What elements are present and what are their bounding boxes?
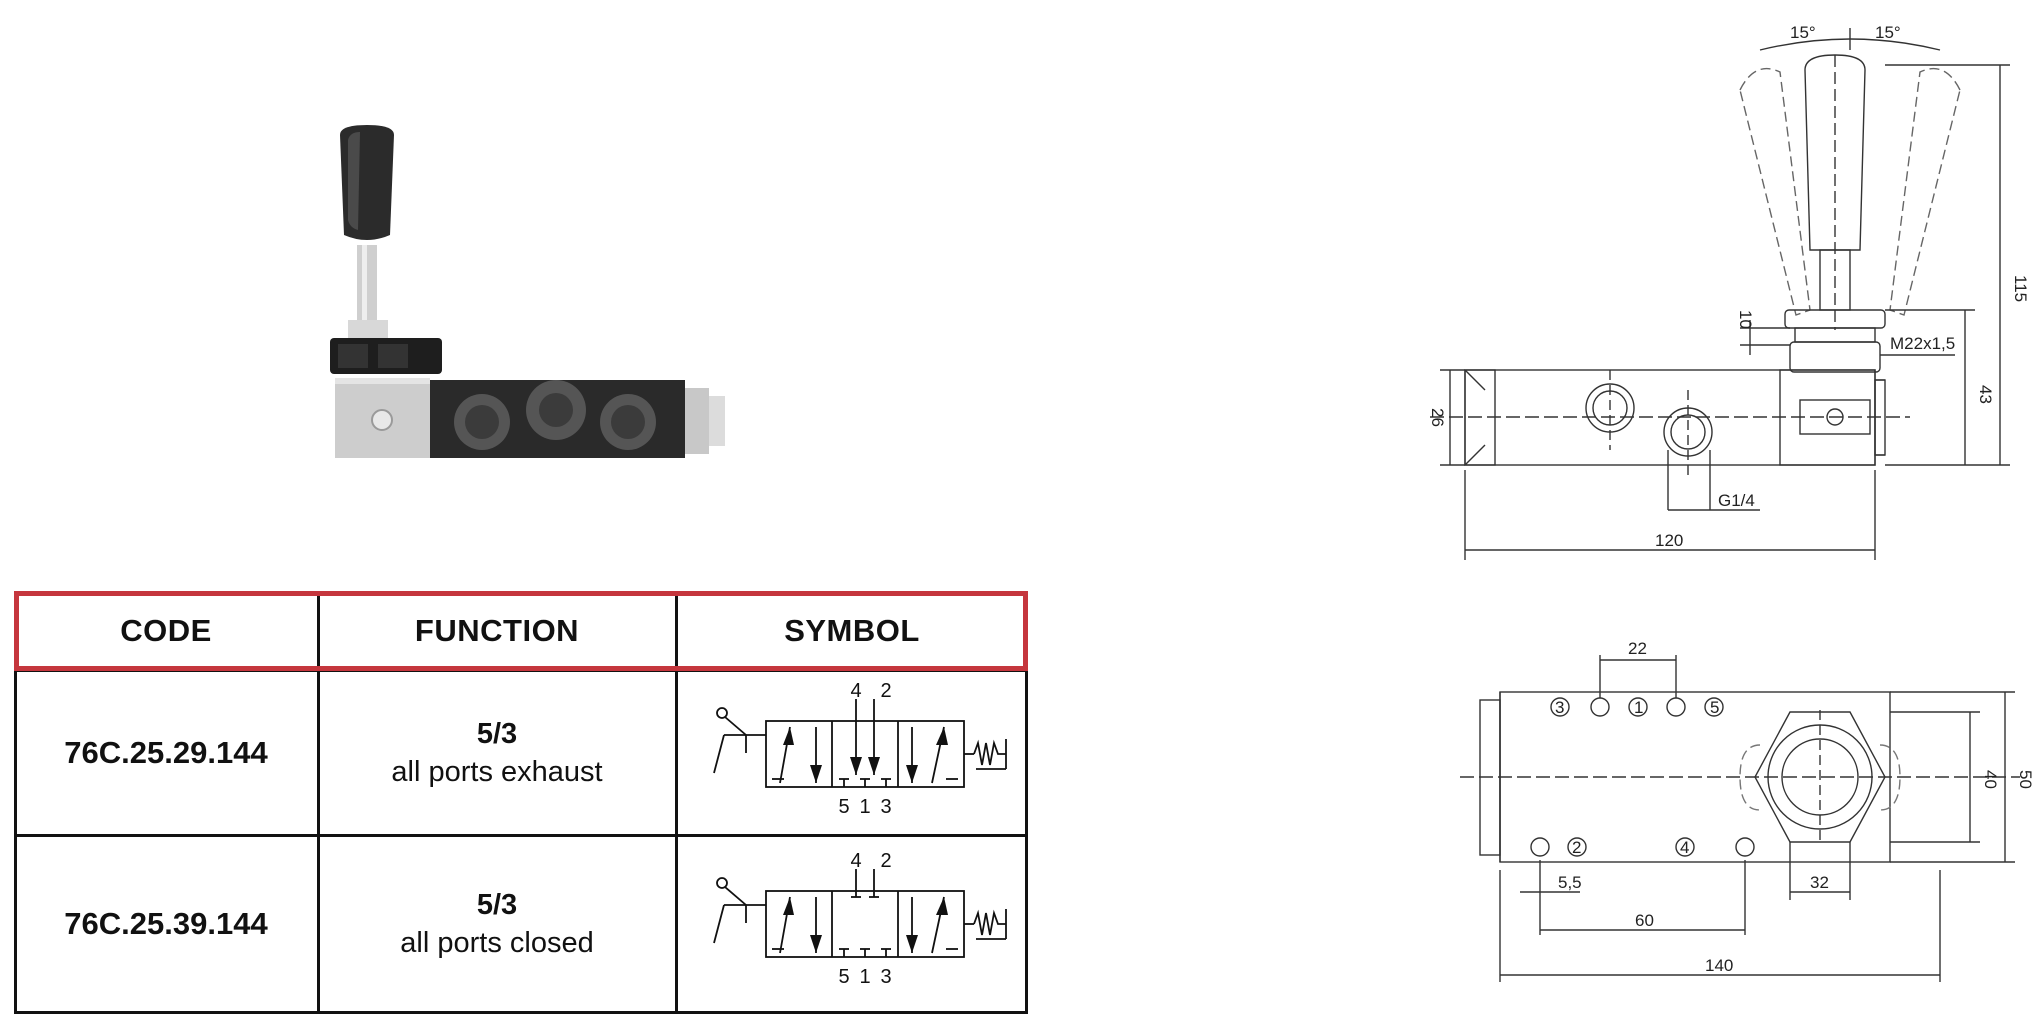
- port-label: 5: [1710, 698, 1719, 717]
- table-row-2-code: 76C.25.39.144: [64, 905, 268, 941]
- port-label: 1: [859, 796, 870, 818]
- dim-label: 22: [1628, 639, 1647, 658]
- dim-height-label: 115: [2011, 275, 2030, 302]
- valve-symbol-exhaust: 4 2 5 1 3: [713, 683, 1007, 818]
- port-label: 4: [1680, 838, 1689, 857]
- table-row-1-code: 76C.25.29.144: [64, 735, 268, 770]
- thread-label: M22x1,5: [1890, 334, 1955, 353]
- port-label: 3: [880, 796, 891, 818]
- dim-label: 5,5: [1558, 873, 1582, 892]
- angle-label: 15°: [1875, 23, 1901, 42]
- header-symbol: SYMBOL: [784, 613, 920, 648]
- port-label: 3: [1555, 698, 1564, 717]
- table-row-2-function: 5/3 all ports closed: [318, 836, 676, 1011]
- port-label: 4: [850, 853, 861, 872]
- dim-length-label: 120: [1655, 531, 1683, 550]
- product-table: CODE FUNCTION SYMBOL 76C.25.29.144 5/3 a…: [14, 591, 1028, 1014]
- port-size-label: G1/4: [1718, 491, 1755, 510]
- port-label: 2: [880, 683, 891, 702]
- header-code: CODE: [120, 613, 212, 648]
- dim-label: 60: [1635, 911, 1654, 930]
- dim-label: 26: [1428, 408, 1447, 427]
- column-divider: [675, 591, 678, 1014]
- dim-label: 40: [1981, 770, 2000, 789]
- side-view-drawing: 15° 15° 115 10 M22x1,5 43 26 G1/4 120: [1428, 23, 2030, 560]
- header-function: FUNCTION: [414, 613, 580, 648]
- function-type: 5/3: [476, 718, 518, 750]
- dim-label: 10: [1736, 310, 1755, 329]
- port-label: 1: [859, 966, 870, 988]
- function-type: 5/3: [476, 888, 518, 921]
- dim-label: 43: [1976, 385, 1995, 404]
- table-row-1-function: 5/3 all ports exhaust: [318, 671, 676, 835]
- column-divider: [317, 591, 320, 1014]
- angle-label: 15°: [1790, 23, 1816, 42]
- port-label: 2: [1572, 838, 1581, 857]
- valve-symbol-closed: 4 2 5 1 3: [713, 853, 1007, 988]
- port-label: 1: [1634, 698, 1643, 717]
- function-description: all ports closed: [400, 926, 594, 959]
- port-label: 5: [838, 796, 849, 818]
- table-header-frame: [14, 591, 1028, 671]
- dim-label: 50: [2016, 770, 2035, 789]
- valve-product-photo: [330, 125, 725, 458]
- function-description: all ports exhaust: [391, 756, 603, 788]
- port-label: 5: [838, 966, 849, 988]
- dim-label: 140: [1705, 956, 1733, 975]
- port-label: 4: [850, 683, 861, 702]
- top-view-drawing: 22 3 1 5 2 4 40 50 5,5 32 60 140: [1460, 639, 2035, 982]
- port-label: 2: [880, 853, 891, 872]
- port-label: 3: [880, 966, 891, 988]
- dim-label: 32: [1810, 873, 1829, 892]
- row-divider: [14, 834, 1028, 837]
